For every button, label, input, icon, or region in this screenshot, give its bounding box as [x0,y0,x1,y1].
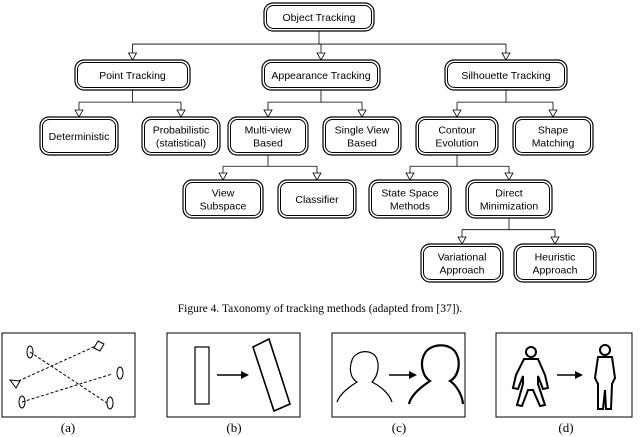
node-direct-minimization-label-1: Minimization [480,201,539,213]
arrowhead-multi-view [263,109,273,118]
panel-d-label: (d) [558,420,573,435]
edges-from-appearance-tracking [263,90,367,118]
node-probabilistic-label-0: Probabilistic [153,125,210,137]
panel-a-label: (a) [61,420,75,435]
node-contour-evolution-label-1: Evolution [435,138,478,150]
node-shape-matching-label-0: Shape [538,125,569,137]
arrowhead-appearance-tracking [316,52,326,61]
node-variational-label-1: Approach [440,265,485,277]
arrowhead-variational [457,236,467,245]
node-silhouette-tracking: Silhouette Tracking [444,59,568,91]
panel-a-frame [1,332,136,418]
edges-from-point-tracking [74,90,186,118]
node-appearance-tracking: Appearance Tracking [261,59,381,91]
edges-from-multi-view [218,155,322,181]
panel-a: (a) [1,332,136,435]
panel-c: (c) [331,332,466,435]
arrowhead-point-tracking [127,52,138,61]
node-probabilistic: Probabilistic(statistical) [141,116,221,156]
node-probabilistic-label-1: (statistical) [156,138,206,150]
arrowhead-view-subspace [218,172,228,181]
node-heuristic-label-1: Approach [533,265,578,277]
arrowhead-heuristic [550,236,560,245]
edges-from-object-tracking [127,31,511,61]
panel-b: (b) [166,332,301,435]
node-object-tracking-label-0: Object Tracking [283,12,356,24]
taxonomy-edges [74,31,560,245]
node-view-subspace-label-0: View [212,188,235,200]
panel-c-label: (c) [392,420,406,435]
figure-caption: Figure 4. Taxonomy of tracking methods (… [178,303,463,315]
edges-from-silhouette-tracking [452,90,558,118]
node-single-view-label-0: Single View [335,125,390,137]
node-state-space-label-0: State Space [381,188,438,200]
point-tracking-illustration [8,340,124,410]
node-point-tracking: Point Tracking [74,59,191,91]
arrowhead-contour-evolution [452,109,462,118]
arrowhead-shape-matching [548,109,558,118]
arrowhead-probabilistic [176,109,186,118]
panel-b-label: (b) [226,420,241,435]
node-deterministic-label-0: Deterministic [49,131,110,143]
node-state-space-label-1: Methods [390,201,430,213]
node-direct-minimization-label-0: Direct [495,188,523,200]
node-classifier: Classifier [277,179,357,219]
node-classifier-label-0: Classifier [295,194,339,206]
silhouette-figure-right [593,344,617,410]
node-contour-evolution-label-0: Contour [438,125,476,137]
arrowhead-silhouette-tracking [501,52,511,61]
node-multi-view-label-1: Based [253,138,283,150]
node-appearance-tracking-label-0: Appearance Tracking [271,70,370,82]
arrowhead-state-space [405,172,415,181]
node-heuristic-label-0: Heuristic [535,252,576,264]
node-point-tracking-label-0: Point Tracking [99,70,166,82]
node-deterministic: Deterministic [39,116,119,156]
arrowhead-classifier [312,172,322,181]
node-shape-matching-label-1: Matching [532,138,575,150]
node-variational-label-0: Variational [438,252,487,264]
node-single-view-label-1: Based [347,138,377,150]
arrowhead-deterministic [74,109,84,118]
arrowhead-direct-minimization [504,172,514,181]
edges-from-contour-evolution [405,155,514,181]
panel-d: (d) [495,332,633,435]
node-view-subspace-label-1: Subspace [200,201,247,213]
silhouette-figure-left [511,346,550,408]
node-object-tracking: Object Tracking [263,2,375,32]
node-multi-view-label-0: Multi-view [245,125,292,137]
node-silhouette-tracking-label-0: Silhouette Tracking [461,70,550,82]
arrowhead-single-view [357,109,367,118]
edges-from-direct-minimization [457,218,560,245]
